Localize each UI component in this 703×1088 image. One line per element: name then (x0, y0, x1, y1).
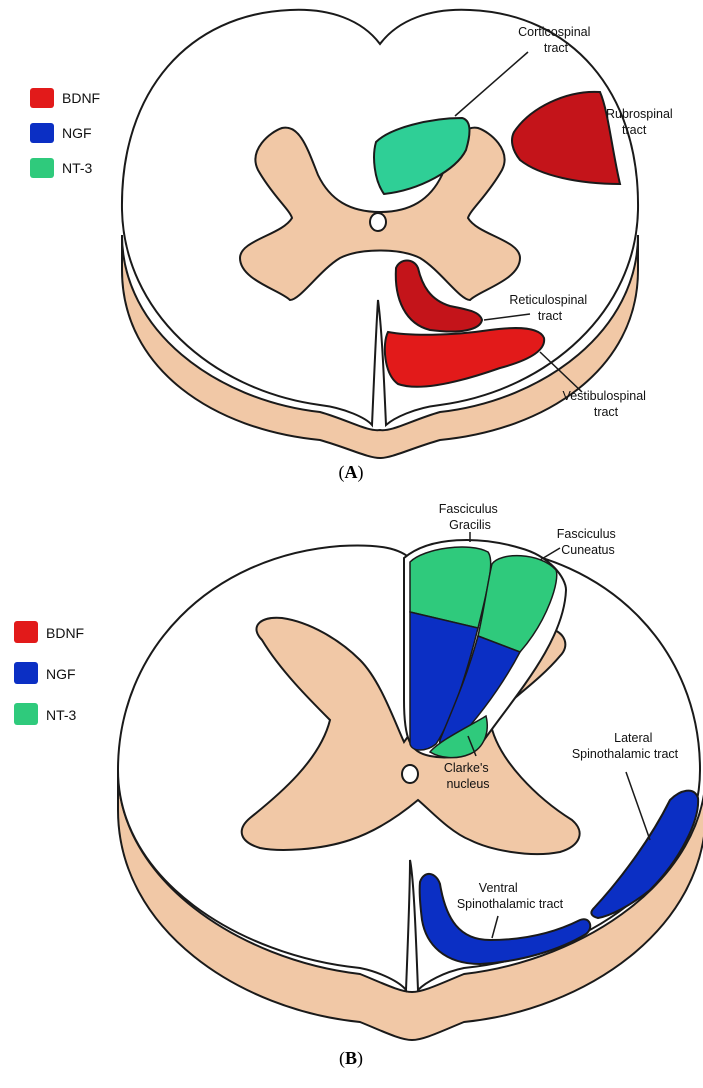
legend-a-label-nt3: NT-3 (62, 160, 93, 176)
legend-b-swatch-bdnf (14, 621, 38, 643)
label-fasciculus-gracilis: Fasciculus Gracilis (439, 502, 502, 532)
legend-b-swatch-nt3 (14, 703, 38, 725)
legend-a-label-ngf: NGF (62, 125, 92, 141)
leader-cuneatus (540, 548, 560, 560)
panel-b-central-canal (402, 765, 418, 783)
legend-b-label-bdnf: BDNF (46, 625, 84, 641)
panel-b: Fasciculus Gracilis Fasciculus Cuneatus … (14, 502, 703, 1069)
legend-b-swatch-ngf (14, 662, 38, 684)
label-fasciculus-cuneatus: Fasciculus Cuneatus (557, 527, 620, 557)
legend-b-label-nt3: NT-3 (46, 707, 77, 723)
legend-a-swatch-nt3 (30, 158, 54, 178)
panel-a-central-canal (370, 213, 386, 231)
panel-b-legend: BDNF NGF NT-3 (14, 621, 84, 725)
legend-b-label-ngf: NGF (46, 666, 76, 682)
panel-a: Corticospinal tract Rubrospinal tract Re… (30, 10, 676, 483)
legend-a-swatch-ngf (30, 123, 54, 143)
panel-b-caption: (B) (339, 1048, 363, 1069)
panel-a-legend: BDNF NGF NT-3 (30, 88, 100, 178)
panel-a-caption: (A) (339, 462, 364, 483)
legend-a-swatch-bdnf (30, 88, 54, 108)
label-vestibulospinal: Vestibulospinal tract (563, 389, 650, 419)
legend-a-label-bdnf: BDNF (62, 90, 100, 106)
